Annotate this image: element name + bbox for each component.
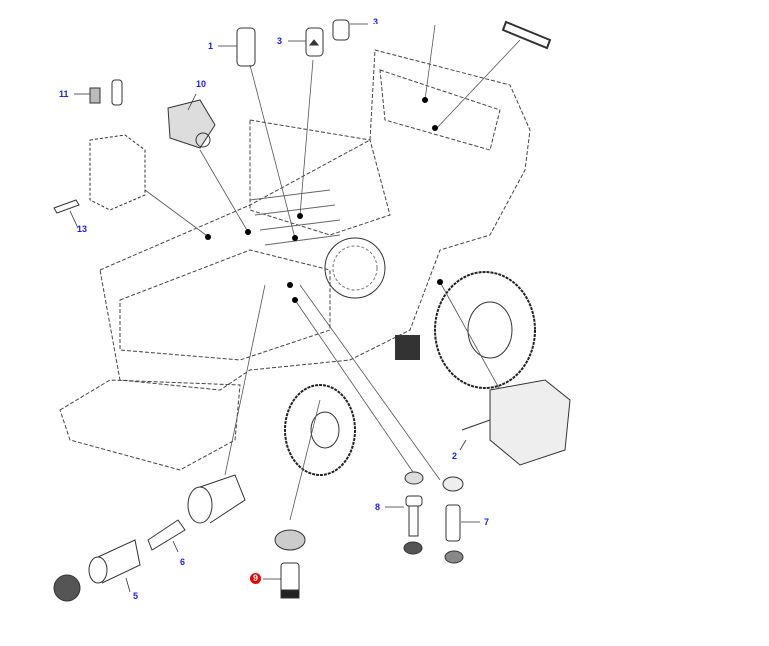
filter-part-3b[interactable] <box>332 19 350 41</box>
fuel-filter-head[interactable] <box>274 529 306 551</box>
machine-body <box>59 49 531 471</box>
panel-part[interactable] <box>501 20 552 50</box>
callout-5[interactable]: 5 <box>133 591 139 601</box>
pump-part-10[interactable] <box>167 99 216 149</box>
filter-part-8[interactable] <box>403 471 424 555</box>
callout-3[interactable]: 3 <box>277 36 283 46</box>
callout-6[interactable]: 6 <box>180 557 186 567</box>
callout-13[interactable]: 13 <box>77 224 88 234</box>
filter-part-9[interactable] <box>280 562 300 599</box>
filter-part-3[interactable] <box>305 27 324 57</box>
air-filter-housing[interactable] <box>187 474 246 524</box>
pin-part-13[interactable] <box>53 199 80 214</box>
callout-9-selected[interactable]: 9 <box>250 573 261 584</box>
callout-10[interactable]: 10 <box>196 79 207 89</box>
front-wheel <box>284 384 356 476</box>
callout-7[interactable]: 7 <box>484 517 490 527</box>
gearbox-part-2[interactable] <box>461 379 571 466</box>
leader-dots <box>205 97 443 303</box>
filter-part-5[interactable] <box>88 539 141 584</box>
leader-lines <box>144 24 521 521</box>
callout-8[interactable]: 8 <box>375 502 381 512</box>
rear-wheel <box>434 271 536 389</box>
filter-part-6[interactable] <box>147 519 186 551</box>
filter-part-7[interactable] <box>442 476 464 564</box>
cover-part[interactable] <box>53 574 81 602</box>
callout-1[interactable]: 1 <box>208 41 214 51</box>
callout-lines <box>69 23 480 593</box>
tank-part[interactable] <box>89 134 146 211</box>
filter-part-11[interactable] <box>89 79 123 106</box>
engine-deck <box>249 189 341 246</box>
callout-2[interactable]: 2 <box>452 451 458 461</box>
filter-part-1[interactable] <box>236 27 256 67</box>
callout-3b[interactable]: 3 <box>373 17 379 24</box>
clipped-callout-frame: 3 <box>0 0 769 24</box>
fan-housing <box>324 237 386 299</box>
callout-11[interactable]: 11 <box>59 89 69 99</box>
